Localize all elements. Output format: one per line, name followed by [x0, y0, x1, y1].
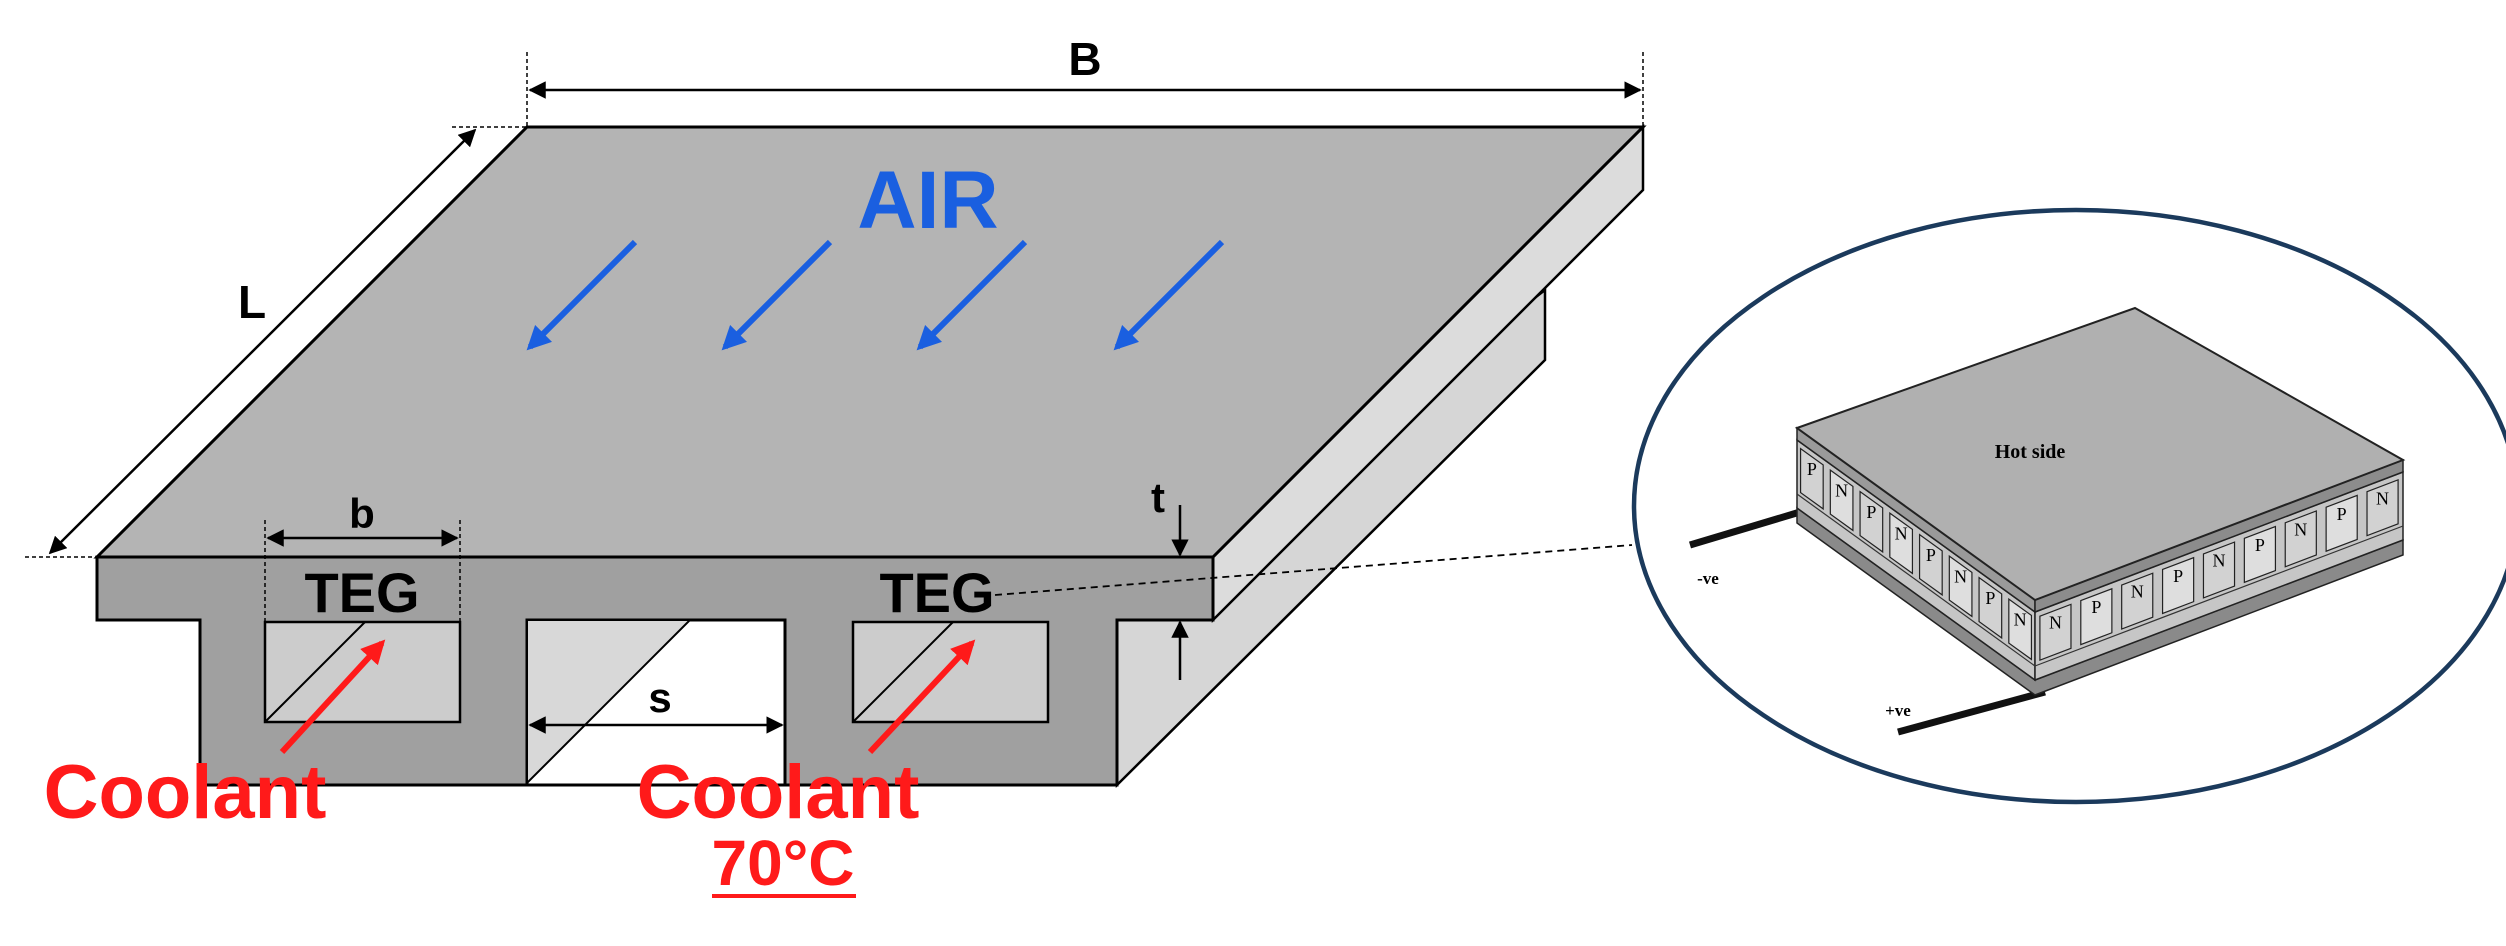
thermo-leg-label: N [1835, 481, 1848, 501]
label-teg-left: TEG [304, 561, 419, 624]
dimension-l-length: L [25, 126, 527, 558]
thermo-leg [1889, 511, 1914, 575]
label-B: B [1068, 33, 1101, 85]
wire-negative [1688, 508, 1802, 549]
label-hot-side: Hot side [1995, 441, 2066, 463]
dimension-b-width: B [526, 33, 1644, 127]
thermo-leg-label: N [2213, 550, 2226, 570]
thermo-leg-label: P [2337, 504, 2347, 524]
thermo-leg-label: P [1985, 588, 1995, 608]
thermo-leg-label: N [2131, 582, 2144, 602]
label-t: t [1151, 474, 1165, 521]
air-arrow-4 [1113, 239, 1225, 351]
label-pos-terminal: +ve [1885, 701, 1911, 720]
thermo-leg-label: P [2173, 566, 2183, 586]
module-hot-side-plate [1794, 306, 2406, 602]
air-arrow-3 [916, 239, 1028, 351]
label-L: L [238, 276, 266, 328]
heat-sink [93, 123, 1647, 789]
wire-positive [1897, 688, 2046, 736]
label-b: b [349, 490, 375, 537]
thermo-leg-label: N [2376, 488, 2389, 508]
label-air: AIR [857, 155, 998, 246]
thermo-leg [1799, 447, 1824, 511]
air-arrow-1 [526, 239, 638, 351]
coolant-right: Coolant 70°C [637, 639, 976, 899]
dimension-b-teg-width: b [264, 490, 461, 622]
dimension-s-spacing: s [528, 674, 784, 734]
thermo-leg-label: P [1926, 545, 1936, 565]
label-neg-terminal: -ve [1697, 569, 1719, 588]
channel-left [263, 620, 462, 724]
label-coolant-right: Coolant [637, 750, 920, 835]
dimension-t-thickness: t [1151, 474, 1189, 680]
thermo-leg-label: N [2014, 610, 2027, 630]
thermo-leg [2243, 525, 2277, 584]
thermo-leg-label: N [2294, 519, 2307, 539]
thermo-leg [2325, 494, 2358, 553]
air-arrow-2 [721, 239, 833, 351]
thermo-leg [2008, 597, 2033, 661]
channel-right [851, 620, 1050, 724]
thermo-leg-label: N [2049, 613, 2062, 633]
thermo-leg [2366, 478, 2399, 537]
thermo-leg [1918, 533, 1943, 597]
coolant-arrow-right [867, 639, 976, 755]
thermo-leg [1948, 554, 1973, 618]
coolant-left: Coolant [44, 639, 386, 835]
thermo-leg [2039, 603, 2072, 662]
label-teg-right: TEG [879, 561, 994, 624]
thermo-leg [1978, 576, 2003, 640]
thermo-leg-label: P [1866, 502, 1876, 522]
thermo-leg [2202, 541, 2236, 599]
thermo-leg [2080, 587, 2113, 646]
thermo-leg [2161, 556, 2195, 615]
coolant-arrow-left [279, 639, 386, 755]
thermo-leg-label: N [1954, 567, 1967, 587]
label-coolant-left: Coolant [44, 750, 327, 835]
thermo-leg-label: P [2091, 597, 2101, 617]
thermo-leg [1859, 490, 1884, 554]
callout-line [994, 544, 1633, 596]
thermo-leg-label: N [1895, 524, 1908, 544]
thermo-leg-label: P [1807, 459, 1817, 479]
label-temperature: 70°C [712, 827, 855, 899]
air-flow: AIR [526, 155, 1225, 351]
thermo-leg [2121, 572, 2154, 630]
module-front-legs: N P N P N P N P N [2039, 478, 2399, 662]
thermo-leg-label: P [2255, 535, 2265, 555]
label-s: s [648, 674, 671, 721]
thermo-leg [1829, 468, 1854, 532]
thermo-leg [2284, 510, 2317, 568]
